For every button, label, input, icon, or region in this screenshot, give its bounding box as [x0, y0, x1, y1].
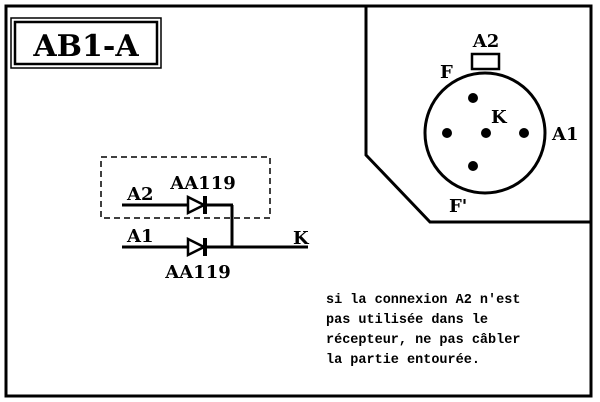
pin-dot: [468, 161, 478, 171]
diode-top-label: AA119: [169, 173, 236, 194]
wiring-note: si la connexion A2 n'est pas utilisée da…: [326, 293, 520, 368]
note-line: si la connexion A2 n'est: [326, 293, 520, 308]
pin-k-label: K: [491, 107, 508, 128]
diode-bottom-label: AA119: [164, 262, 231, 283]
connector-panel-border: [364, 6, 591, 224]
pin-a1-label: A1: [551, 124, 579, 145]
note-line: récepteur, ne pas câbler: [326, 333, 520, 348]
note-line: pas utilisée dans le: [326, 313, 488, 328]
diode-circuit: A2 A1 K AA119 AA119: [100, 156, 310, 283]
input-a2-label: A2: [126, 184, 154, 205]
pin-f-label: F: [440, 62, 453, 83]
title: AB1-A: [32, 29, 139, 64]
pin-f2-label: F': [449, 196, 467, 217]
input-a1-label: A1: [126, 226, 154, 247]
pin-dot: [481, 128, 491, 138]
note-line: la partie entourée.: [326, 353, 480, 368]
diode-bottom-icon: [186, 236, 207, 258]
pin-dot: [468, 93, 478, 103]
diode-top-icon: [186, 194, 207, 216]
pin-dot: [442, 128, 452, 138]
outer-border: [4, 4, 593, 398]
optional-section-outline: [100, 156, 271, 219]
pin-a2-label: A2: [472, 31, 500, 52]
title-box: AB1-A: [10, 17, 162, 69]
connector-key-tab: [470, 52, 501, 71]
connector-pinout: A2 F K A1 F': [423, 31, 579, 217]
output-k-label: K: [293, 228, 310, 249]
pin-dot: [519, 128, 529, 138]
connector-circle: [423, 71, 547, 195]
